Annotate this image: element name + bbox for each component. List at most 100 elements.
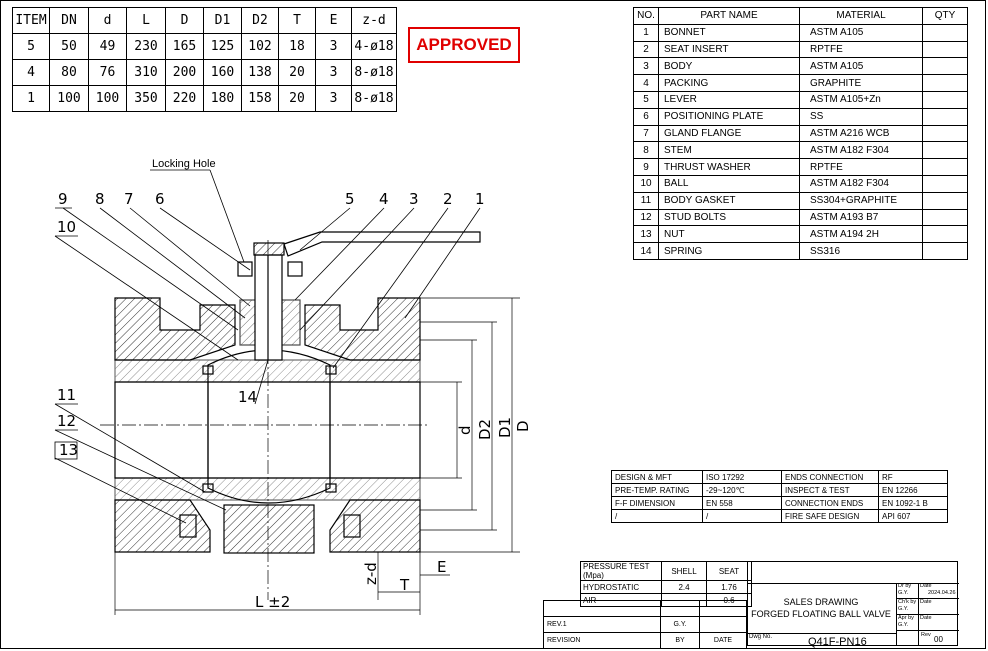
spec-cell: -29~120℃ — [702, 483, 782, 497]
dimension-header-row: ITEM DN d L D D1 D2 T E z-d — [12, 7, 397, 34]
dim-header: D1 — [203, 7, 242, 34]
dim-cell: 100 — [49, 85, 89, 112]
date-label: DATE — [699, 632, 747, 649]
spec-cell: ENDS CONNECTION — [781, 470, 879, 484]
dim-cell: 102 — [241, 33, 279, 60]
dim-zd-label: z-d — [362, 562, 380, 585]
dim-cell: 200 — [165, 59, 204, 86]
dim-D2-label: D2 — [476, 419, 494, 440]
rev-number: 00 — [934, 635, 943, 644]
dimension-row: 4 80 76 310 200 160 138 20 3 8-ø18 — [12, 59, 397, 86]
spec-row: F-F DIMENSION EN 558 CONNECTION ENDS EN … — [611, 496, 948, 510]
rev-by-cell: G.Y. — [660, 616, 700, 633]
dim-cell: 80 — [49, 59, 89, 86]
dim-cell: 160 — [203, 59, 242, 86]
callout-11: 11 — [57, 386, 76, 404]
spec-cell: / — [702, 509, 782, 523]
dim-d-label: d — [456, 425, 474, 435]
dim-cell: 8-ø18 — [351, 59, 397, 86]
dim-cell: 165 — [165, 33, 204, 60]
checked-by-name: G.Y. — [898, 606, 909, 612]
rev-cell: REV.1 — [543, 616, 661, 633]
dim-D1-label: D1 — [496, 417, 514, 438]
callout-9: 9 — [58, 190, 68, 208]
dim-cell: 3 — [315, 85, 352, 112]
dim-cell: 49 — [88, 33, 127, 60]
pressure-header: SEAT — [706, 561, 752, 581]
callout-8: 8 — [95, 190, 105, 208]
checked-by-label: Ch'k by — [898, 599, 917, 605]
callout-12: 12 — [57, 412, 76, 430]
dim-cell: 1 — [12, 85, 50, 112]
pressure-row: HYDROSTATIC 2.4 1.76 — [580, 580, 752, 594]
dim-cell: 4-ø18 — [351, 33, 397, 60]
dim-cell: 100 — [88, 85, 127, 112]
dim-header: D2 — [241, 7, 279, 34]
dim-cell: 158 — [241, 85, 279, 112]
spec-cell: ISO 17292 — [702, 470, 782, 484]
approved-by-label: Apr by — [898, 615, 914, 621]
pressure-header: PRESSURE TEST (Mpa) — [580, 561, 662, 581]
pressure-cell: 2.4 — [661, 580, 707, 594]
date-label-3: Date — [920, 615, 932, 621]
spec-cell: RF — [878, 470, 948, 484]
date-label-1: Date — [920, 583, 932, 589]
title-line-2: FORGED FLOATING BALL VALVE — [751, 609, 891, 619]
dim-cell: 180 — [203, 85, 242, 112]
rev-label: Rev — [921, 632, 931, 638]
approved-stamp: APPROVED — [408, 27, 520, 63]
dim-header: L — [126, 7, 166, 34]
parts-header-row: NO. PART NAME MATERIAL QTY — [633, 7, 968, 25]
pressure-cell: HYDROSTATIC — [580, 580, 662, 594]
callout-5: 5 — [345, 190, 355, 208]
dim-D-label: D — [514, 420, 532, 432]
callout-13: 13 — [59, 441, 78, 459]
dim-cell: 5 — [12, 33, 50, 60]
spec-cell: / — [611, 509, 703, 523]
revision-table: REV.1 G.Y. REVISION BY DATE — [543, 600, 747, 649]
spec-cell: EN 1092-1 B — [878, 496, 948, 510]
dim-T-label: T — [399, 576, 410, 594]
drawing-title: SALES DRAWING FORGED FLOATING BALL VALVE — [747, 596, 895, 620]
spec-cell: API 607 — [878, 509, 948, 523]
callout-4: 4 — [379, 190, 389, 208]
title-line-1: SALES DRAWING — [783, 597, 859, 607]
revision-label: REVISION — [543, 632, 661, 649]
drawn-by-label: Dr by — [898, 583, 912, 589]
spec-cell: PRE-TEMP. RATING — [611, 483, 703, 497]
callout-7: 7 — [124, 190, 134, 208]
dim-cell: 220 — [165, 85, 204, 112]
pressure-header-row: PRESSURE TEST (Mpa) SHELL SEAT — [580, 561, 752, 581]
date-label-2: Date — [920, 599, 932, 605]
part-no: 14 — [633, 242, 659, 260]
dimension-table: ITEM DN d L D D1 D2 T E z-d 5 50 49 230 … — [12, 7, 397, 112]
dim-cell: 3 — [315, 59, 352, 86]
revision-row: REV.1 G.Y. — [543, 616, 747, 633]
approved-by-name: G.Y. — [898, 622, 909, 628]
callout-1: 1 — [475, 190, 485, 208]
dimension-row: 1 100 100 350 220 180 158 20 3 8-ø18 — [12, 85, 397, 112]
spec-row: DESIGN & MFT ISO 17292 ENDS CONNECTION R… — [611, 470, 948, 484]
spec-cell: FIRE SAFE DESIGN — [781, 509, 879, 523]
title-block — [747, 561, 959, 646]
dim-E-label: E — [437, 558, 446, 576]
spec-cell: DESIGN & MFT — [611, 470, 703, 484]
callout-14: 14 — [238, 388, 257, 406]
locking-hole-label: Locking Hole — [152, 158, 216, 170]
spec-cell: INSPECT & TEST — [781, 483, 879, 497]
dwg-number: Q41F-PN16 — [808, 636, 867, 648]
revision-label-row: REVISION BY DATE — [543, 632, 747, 649]
drawn-date: 2024.04.26 — [928, 590, 956, 596]
dim-L-label: L ±2 — [255, 593, 290, 611]
spec-row: PRE-TEMP. RATING -29~120℃ INSPECT & TEST… — [611, 483, 948, 497]
